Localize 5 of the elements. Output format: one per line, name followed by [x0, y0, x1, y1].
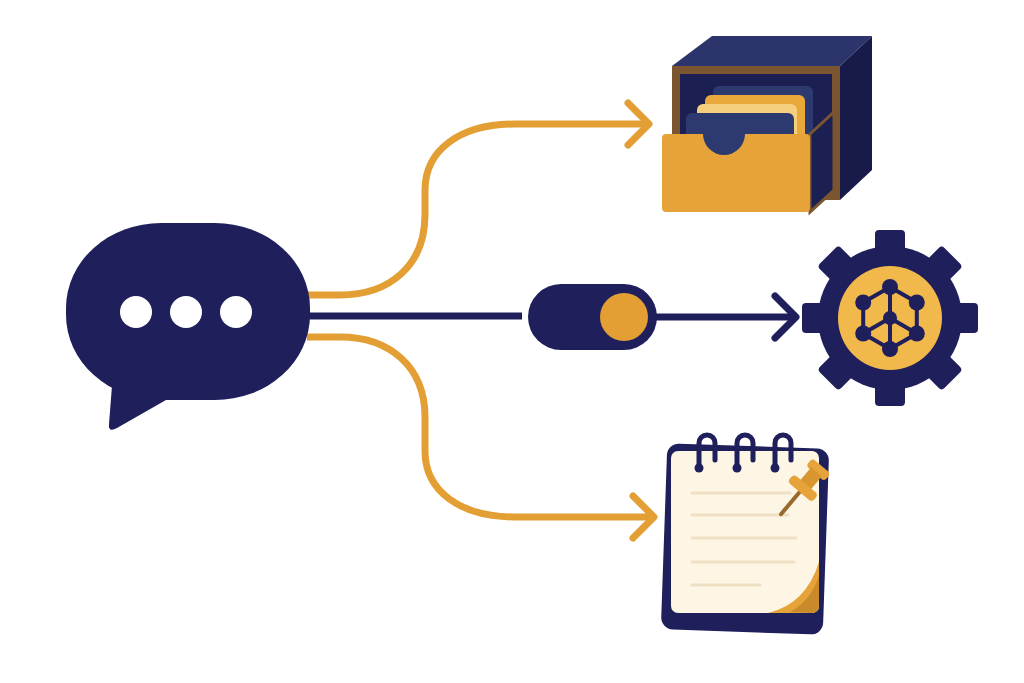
arrow: [307, 333, 658, 542]
chat-bubble-icon: [66, 223, 310, 433]
arrow: [654, 292, 800, 342]
gear-network-icon: [802, 230, 978, 406]
arrow: [307, 99, 653, 299]
